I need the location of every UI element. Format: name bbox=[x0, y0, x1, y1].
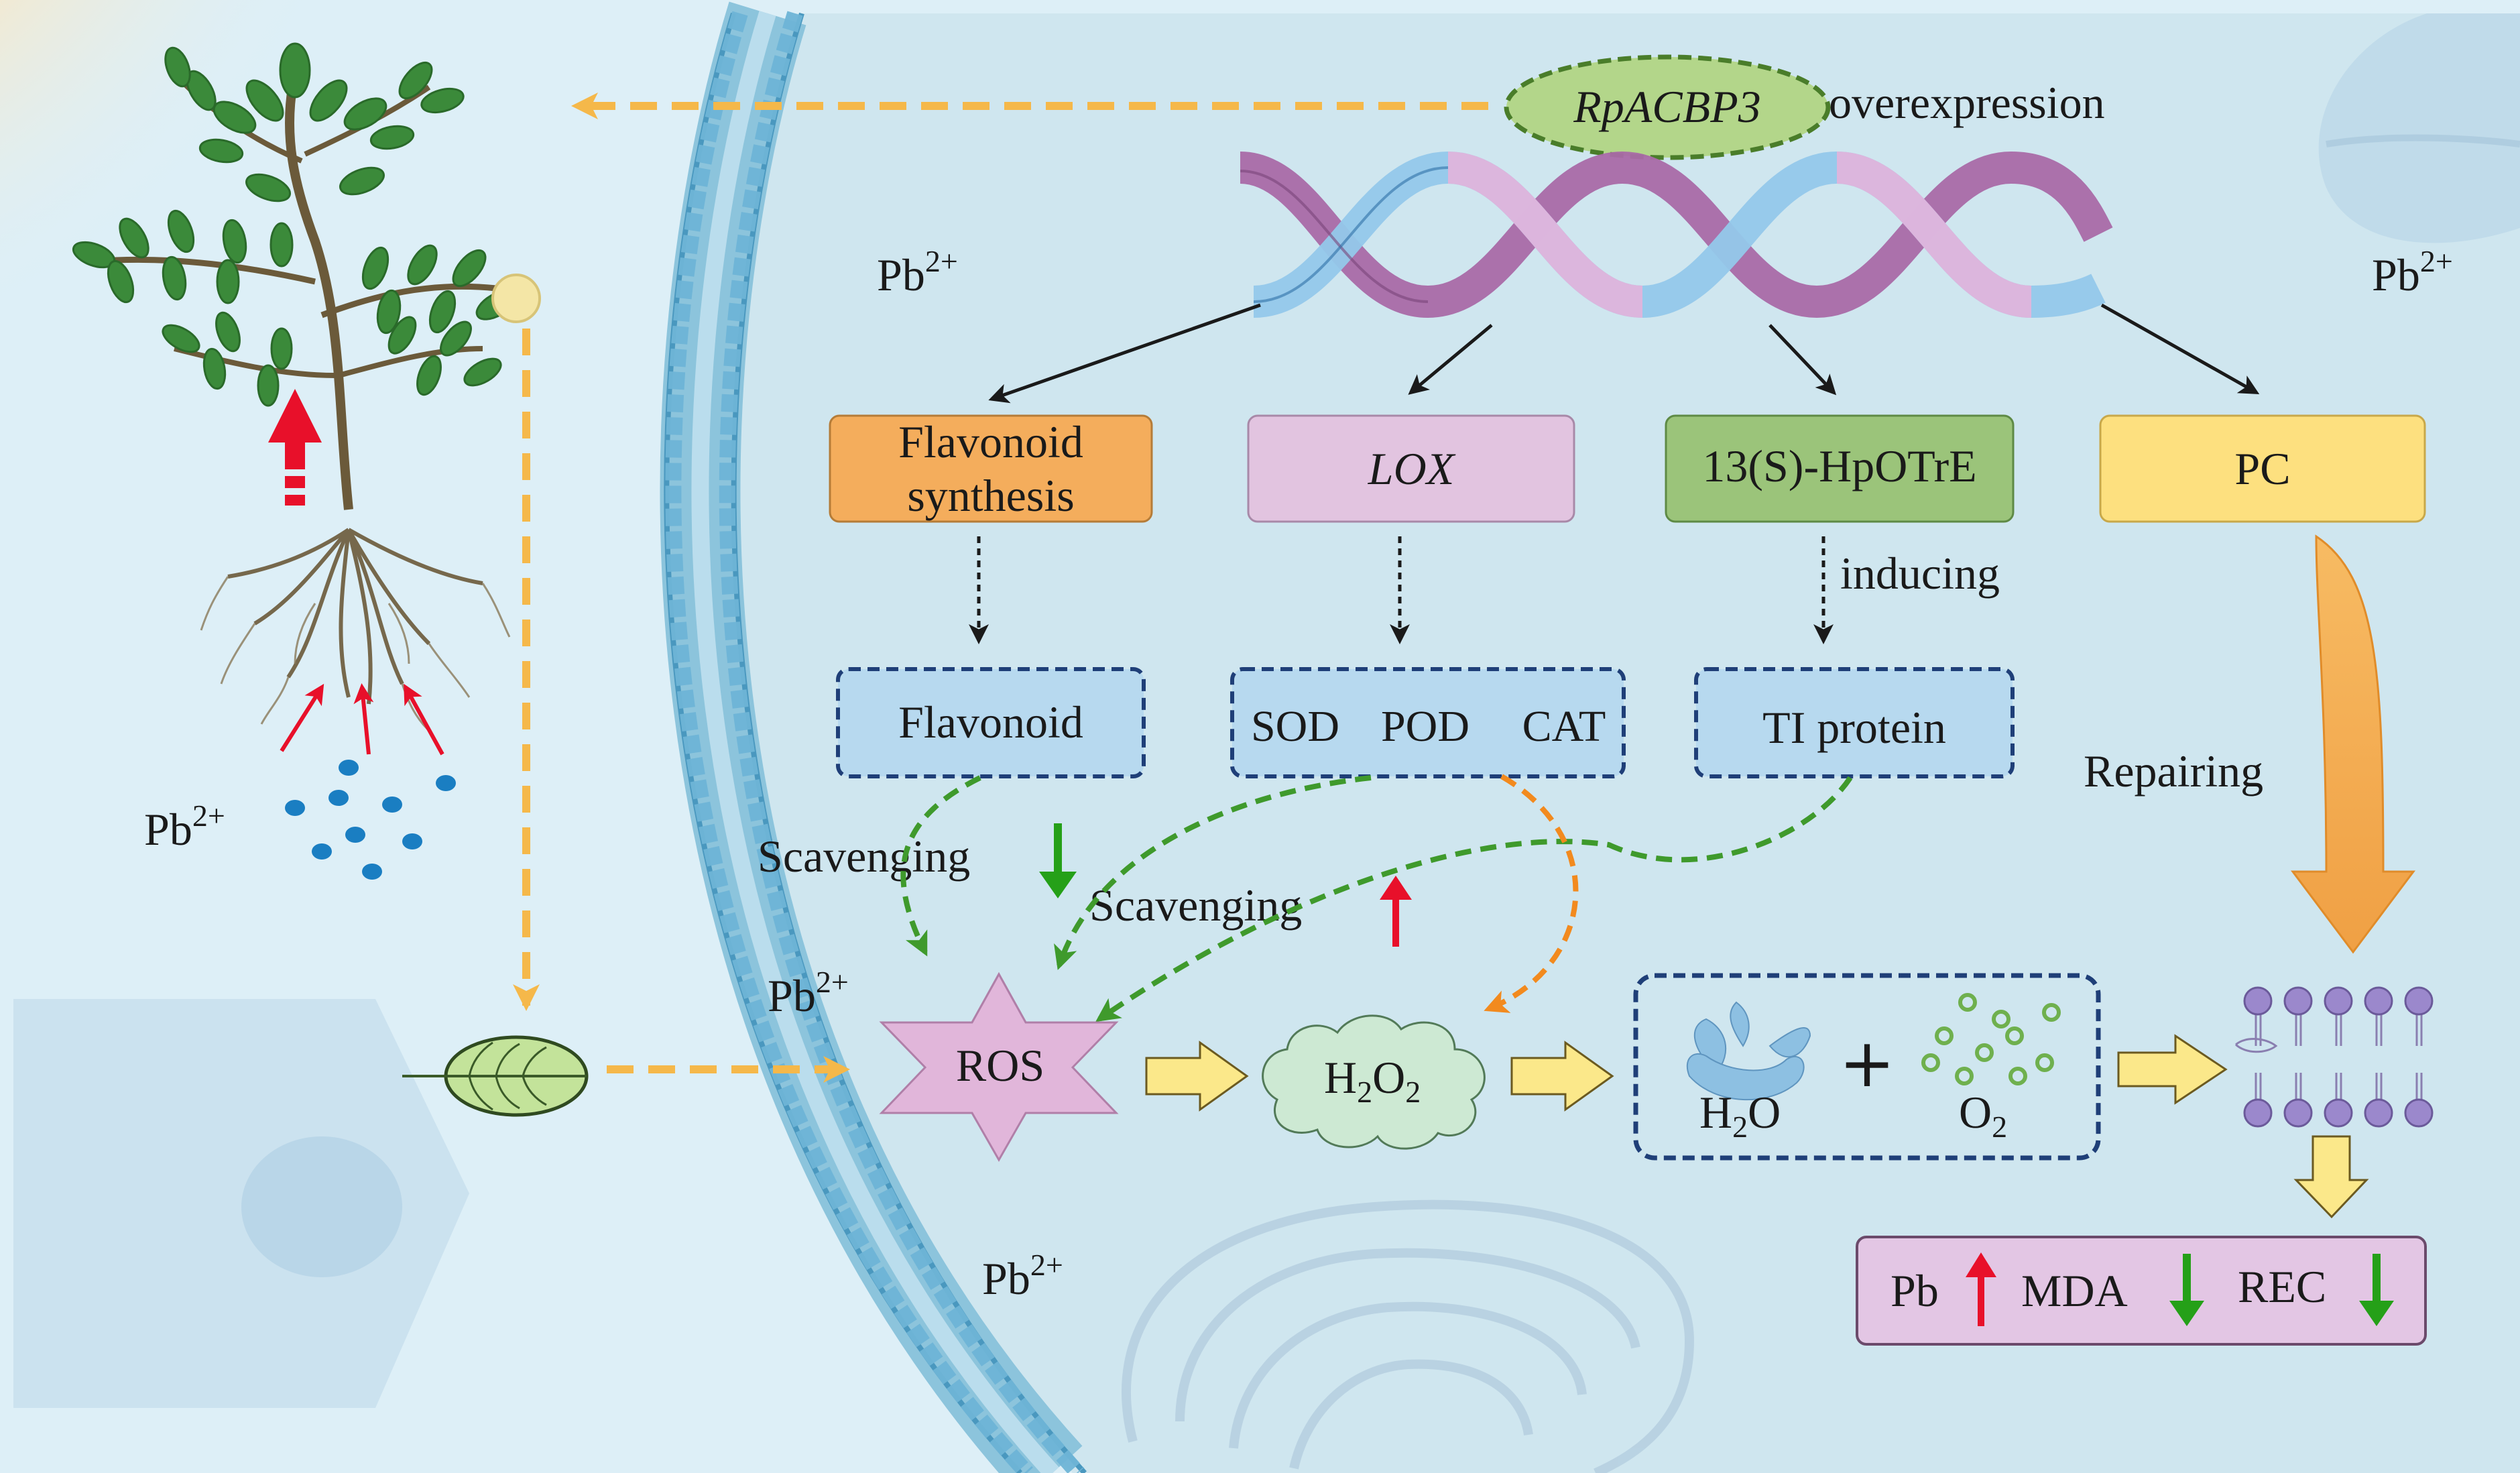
result-pb-label: Pb bbox=[1891, 1265, 1939, 1316]
gene-overexpression-label: overexpression bbox=[1829, 77, 2105, 128]
inducing-label: inducing bbox=[1840, 548, 2000, 599]
pod-label: POD bbox=[1381, 702, 1469, 751]
result-box[interactable]: Pb MDA REC bbox=[1856, 1236, 2427, 1346]
h2o2-cloud[interactable]: H2O2 bbox=[1262, 1014, 1486, 1150]
pb-label-2: Pb2+ bbox=[2372, 244, 2453, 300]
products-to-membrane-arrow bbox=[2117, 1034, 2228, 1105]
rec-decrease-arrow bbox=[2359, 1254, 2394, 1326]
svg-text:13(S)-HpOTrE: 13(S)-HpOTrE bbox=[1702, 440, 1976, 491]
hpotre-box[interactable]: 13(S)-HpOTrE bbox=[1665, 414, 2015, 523]
svg-text:ROS: ROS bbox=[956, 1040, 1044, 1091]
dna-helix-icon bbox=[1239, 151, 2113, 318]
membrane-to-result-arrow bbox=[2293, 1135, 2369, 1219]
cell-membrane bbox=[660, 1, 1087, 1473]
flavonoid-synthesis-box[interactable]: Flavonoid synthesis bbox=[829, 414, 1153, 523]
upward-transport-arrow bbox=[268, 389, 322, 506]
neighbor-nucleus bbox=[241, 1136, 402, 1277]
svg-text:H2O2: H2O2 bbox=[1324, 1052, 1421, 1109]
cat-label: CAT bbox=[1522, 702, 1606, 751]
svg-text:Pb2+: Pb2+ bbox=[982, 1248, 1063, 1304]
svg-text:TI protein: TI protein bbox=[1762, 702, 1946, 753]
scavenging-label-1: Scavenging bbox=[758, 831, 970, 882]
lipid-bilayer-icon bbox=[2234, 986, 2434, 1128]
result-mda-label: MDA bbox=[2021, 1265, 2128, 1316]
gene-name: RpACBP3 bbox=[1573, 81, 1761, 132]
pb-label-3: Pb2+ bbox=[144, 799, 225, 855]
pb-label-4: Pb2+ bbox=[768, 965, 849, 1021]
pb-label-5: Pb2+ bbox=[982, 1248, 1063, 1304]
plant-leaf-marker bbox=[491, 274, 541, 323]
result-rec-label: REC bbox=[2238, 1261, 2326, 1312]
sun-glow bbox=[0, 0, 416, 402]
svg-text:Pb2+: Pb2+ bbox=[877, 244, 958, 300]
pb-increase-arrow bbox=[1966, 1252, 1996, 1326]
oxygen-bubbles-icon bbox=[1921, 993, 2061, 1085]
repairing-label: Repairing bbox=[2084, 746, 2263, 797]
pb-uptake-arrows bbox=[280, 683, 444, 756]
mda-decrease-arrow bbox=[2169, 1254, 2204, 1326]
dotted-down-arrows bbox=[969, 536, 1834, 644]
mitochondrion-outline bbox=[1122, 1199, 1695, 1473]
sod-label: SOD bbox=[1251, 702, 1339, 751]
scavenging-down-arrow bbox=[1039, 823, 1077, 898]
leaf-icon bbox=[402, 1035, 589, 1117]
ros-star[interactable]: ROS bbox=[879, 971, 1119, 1163]
vacuole-rim bbox=[2326, 134, 2520, 148]
ros-to-h2o2-arrow bbox=[1145, 1041, 1249, 1112]
pc-repair-arrow bbox=[2291, 534, 2415, 954]
svg-text:synthesis: synthesis bbox=[907, 470, 1074, 521]
lox-box[interactable]: LOX bbox=[1247, 414, 1575, 523]
gene-ellipse[interactable] bbox=[1504, 54, 1831, 160]
svg-text:Pb2+: Pb2+ bbox=[2372, 244, 2453, 300]
svg-text:H2O: H2O bbox=[1699, 1087, 1781, 1144]
water-drop-icon bbox=[1686, 1001, 1811, 1100]
svg-text:Flavonoid: Flavonoid bbox=[898, 416, 1083, 467]
svg-text:Pb2+: Pb2+ bbox=[144, 799, 225, 855]
pb-label-1: Pb2+ bbox=[877, 244, 958, 300]
dna-output-arrows bbox=[988, 303, 2260, 404]
svg-text:Pb2+: Pb2+ bbox=[768, 965, 849, 1021]
pb-ion-dots bbox=[285, 760, 456, 880]
svg-text:LOX: LOX bbox=[1368, 443, 1456, 494]
svg-text:Flavonoid: Flavonoid bbox=[898, 697, 1083, 748]
products-box[interactable]: H2O + O2 bbox=[1633, 973, 2101, 1161]
pc-box[interactable]: PC bbox=[2099, 414, 2426, 523]
h2o2-to-products-arrow bbox=[1510, 1041, 1614, 1112]
svg-text:O2: O2 bbox=[1959, 1087, 2007, 1144]
ti-protein-box[interactable]: TI protein bbox=[1694, 667, 2015, 778]
scavenging-up-arrow bbox=[1380, 876, 1412, 947]
plant-icon bbox=[72, 42, 517, 732]
plus-sign: + bbox=[1839, 1024, 1895, 1102]
svg-text:PC: PC bbox=[2234, 443, 2290, 494]
vacuole-top-right bbox=[2318, 13, 2520, 243]
antioxidant-enzymes-box[interactable]: SOD POD CAT bbox=[1230, 667, 1626, 778]
flavonoid-box[interactable]: Flavonoid bbox=[836, 667, 1146, 778]
neighbor-cell-shape bbox=[13, 999, 469, 1408]
